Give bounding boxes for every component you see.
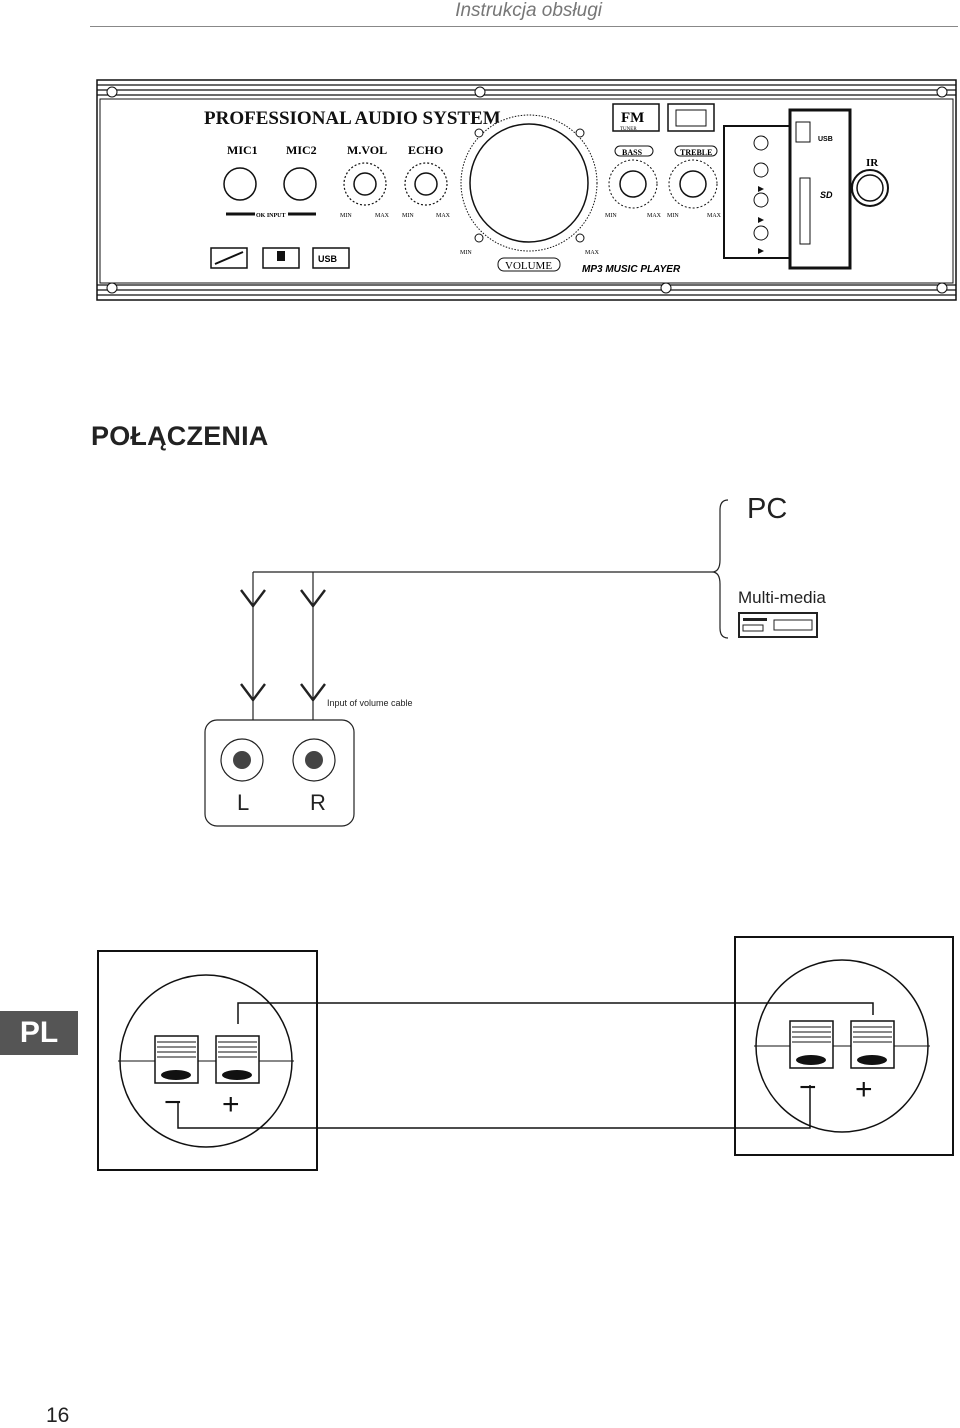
mp3-player-label: MP3 MUSIC PLAYER [582,264,681,275]
arrow-right-1 [300,589,326,608]
volume-min: MIN [460,250,472,256]
mp3-button-4 [753,225,769,241]
front-panel: PROFESSIONAL AUDIO SYSTEM MIC1 MIC2 M.VO… [96,79,957,301]
page-number: 16 [46,1404,70,1427]
language-badge: PL [0,1011,78,1055]
fm-logo: FM [621,110,644,126]
bass-label: BASS [622,148,643,157]
bass-knob [619,170,647,198]
left-plus-label: + [222,1088,240,1121]
rca-right-label: R [310,790,326,815]
header-rule [90,26,958,27]
connection-diagram: PC Multi-media Input of volume cable L R [97,493,954,1171]
bass-min: MIN [605,213,617,219]
arrow-right-2 [300,683,326,702]
mp3-button-2 [753,162,769,178]
mvol-min: MIN [340,213,352,219]
arrow-left-1 [240,589,266,608]
sd-slot-label: SD [820,190,833,200]
multimedia-label: Multi-media [738,588,826,607]
mic2-label: MIC2 [286,143,317,157]
echo-label: ECHO [408,143,443,157]
speaker-wire-plus [237,1002,874,1024]
pc-label: PC [747,493,787,525]
mvol-knob [353,172,377,196]
volume-label: VOLUME [505,260,552,272]
mvol-label: M.VOL [347,143,387,157]
fm-sub: TUNER [620,127,637,132]
bass-max: MAX [647,213,662,219]
input-cable-label: Input of volume cable [327,698,413,708]
usb-badge [312,247,350,269]
fm-tuner-logo [612,103,660,132]
ir-label: IR [866,157,879,169]
volume-max: MAX [585,250,600,256]
mic1-label: MIC1 [227,143,258,157]
treble-min: MIN [667,213,679,219]
right-terminal-minus [789,1020,834,1069]
right-terminal-plus [850,1020,895,1069]
mp3-button-1 [753,135,769,151]
mic1-jack [223,167,257,201]
echo-min: MIN [402,213,414,219]
source-brace [711,499,729,639]
header-title: Instrukcja obsługi [455,0,602,21]
mvol-max: MAX [375,213,390,219]
left-terminal-minus [154,1035,199,1084]
treble-max: MAX [707,213,722,219]
mic2-jack [283,167,317,201]
left-minus-label: − [164,1086,182,1119]
left-terminal-plus [215,1035,260,1084]
treble-knob [679,170,707,198]
usb-badge-label: USB [318,254,338,264]
volume-knob [469,123,589,243]
echo-max: MAX [436,213,451,219]
ok-input-label: OK INPUT [256,213,286,219]
brand-logo [667,103,715,132]
panel-title: PROFESSIONAL AUDIO SYSTEM [204,108,501,129]
right-plus-label: + [855,1073,873,1106]
rca-left-label: L [237,790,249,815]
echo-knob [414,172,438,196]
arrow-left-2 [240,683,266,702]
usb-slot-label: USB [818,136,833,143]
treble-label: TREBLE [680,148,712,157]
section-title: POŁĄCZENIA [91,421,269,451]
mp3-button-3 [753,192,769,208]
speaker-wire-minus [177,1085,811,1129]
right-minus-label: − [799,1071,817,1104]
